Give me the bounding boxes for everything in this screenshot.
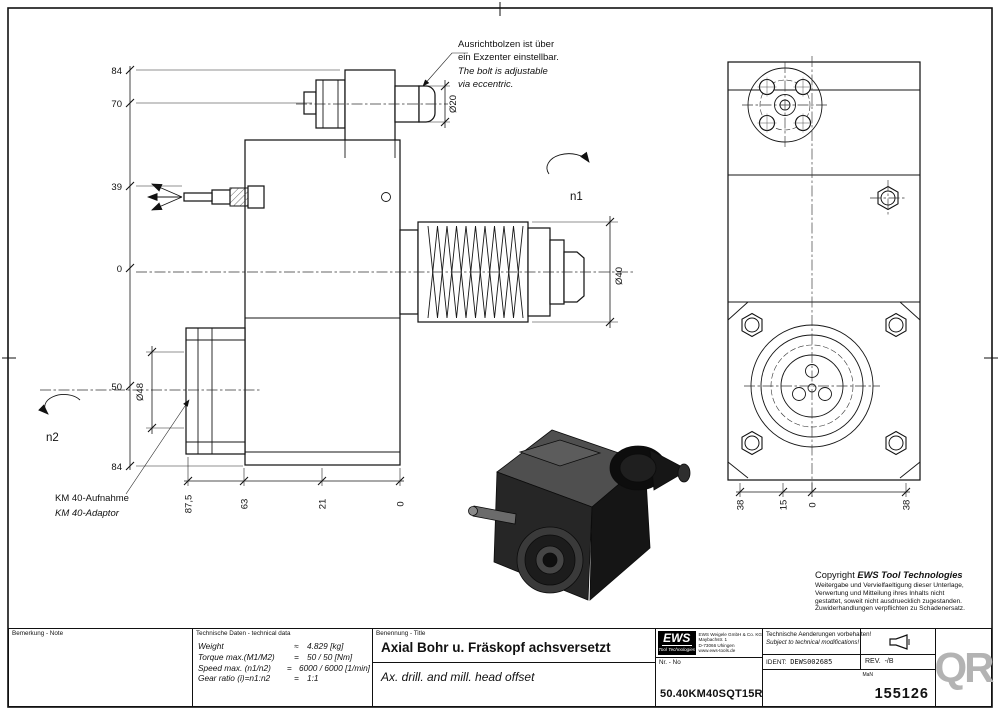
drawing-number: 155126 <box>874 686 929 702</box>
n1-label: n1 <box>570 191 583 203</box>
hex-nut <box>870 180 906 216</box>
iso-view <box>468 429 691 601</box>
dim-label: 38 <box>736 500 747 511</box>
speaker-cell <box>861 629 936 655</box>
eccentric-note: Ausrichtbolzen ist über ein Exzenter ein… <box>422 39 559 90</box>
drawing-title-de: Axial Bohr u. Fräskopf achsversetzt <box>381 640 611 655</box>
dim-label: 70 <box>111 99 122 110</box>
km-adaptor-label: KM 40-Aufnahme KM 40-Adaptor <box>55 399 190 519</box>
note-line: via eccentric. <box>458 79 513 90</box>
small-mark: MaN <box>862 672 873 678</box>
set-screw <box>381 192 391 202</box>
coolant-nozzle <box>146 183 265 211</box>
dim-label: 39 <box>111 182 122 193</box>
title-section: Benennung - Title Axial Bohr u. Fräskopf… <box>373 629 656 706</box>
dim-dia20: Ø20 <box>428 80 459 128</box>
tech-row-weight: Weight ≈ 4.829 [kg] <box>198 641 344 651</box>
dim-label: 84 <box>111 66 122 77</box>
drawing-number-cell: MaN 155126 <box>763 670 935 706</box>
dim-chain-front: 38 15 0 38 <box>735 483 913 511</box>
km-label-de: KM 40-Aufnahme <box>55 493 129 504</box>
qr-placeholder: QR <box>934 629 995 706</box>
dim-label: 0 <box>117 264 122 275</box>
rev-value: -/B <box>884 658 894 665</box>
dia20-label: Ø20 <box>448 95 459 113</box>
note-line: ein Exzenter einstellbar. <box>458 52 559 63</box>
note-line: Ausrichtbolzen ist über <box>458 39 554 50</box>
rotation-n2: n2 <box>38 394 81 444</box>
top-flange <box>742 62 828 148</box>
front-view <box>727 56 921 497</box>
company-address: EWS Weigele GmbH & Co. KG Maybachstr. 1 … <box>698 632 762 654</box>
dim-label: 0 <box>808 502 819 507</box>
ident-cell: IDENT: DEWS002685 <box>763 655 861 670</box>
modification-notice: Technische Aenderungen vorbehalten! Subj… <box>763 629 871 655</box>
drawing-title-en: Ax. drill. and mill. head offset <box>381 670 535 684</box>
copyright-note: Copyright EWS Tool Technologies Weiterga… <box>815 570 993 613</box>
partno-label: Nr. - No <box>659 659 681 666</box>
dim-label: 87,5 <box>184 495 195 514</box>
note-label: Bemerkung - Note <box>12 630 64 637</box>
dim-label: 63 <box>240 499 251 510</box>
dim-dia48: Ø48 <box>135 346 184 434</box>
km-label-en: KM 40-Adaptor <box>55 508 120 519</box>
ident-value: DEWS002685 <box>790 658 833 666</box>
main-body <box>244 139 401 466</box>
km40-adaptor <box>185 327 246 455</box>
techdata-section: Technische Daten - technical data Weight… <box>193 629 373 706</box>
dim-chain-left: 84 70 39 0 50 84 <box>111 65 340 473</box>
dim-label: 21 <box>318 499 329 510</box>
qr-text: QR <box>934 643 995 691</box>
dim-label: 84 <box>111 462 122 473</box>
tech-row-ratio: Gear ratio (i)=n1:n2 = 1:1 <box>198 673 319 684</box>
dim-label: 15 <box>779 500 790 511</box>
dim-label: 50 <box>111 382 122 393</box>
title-divider <box>373 662 655 663</box>
dim-label: 38 <box>902 500 913 511</box>
copyright-smallprint: Weitergabe und Vervielfaeltigung dieser … <box>815 582 965 613</box>
dim-label: 0 <box>396 501 407 506</box>
title-header: Benennung - Title <box>376 630 426 637</box>
tech-row-speed: Speed max. (n1/n2) = 6000 / 6000 [1/min] <box>198 662 370 673</box>
side-view <box>40 69 634 466</box>
n2-label: n2 <box>46 432 59 444</box>
title-block: Bemerkung - Note Technische Daten - tech… <box>8 628 995 707</box>
revision-section: Technische Aenderungen vorbehalten! Subj… <box>763 629 936 706</box>
rotation-n1: n1 <box>546 151 590 203</box>
partno-cell: Nr. - No 50.40KM40SQT15R <box>656 658 762 706</box>
speaker-icon <box>888 633 909 650</box>
ews-logo: EWS Tool Technologies <box>658 631 696 655</box>
dim-dia40: Ø40 <box>532 216 625 328</box>
company-section: EWS Tool Technologies EWS Weigele GmbH &… <box>656 629 763 706</box>
spray-icon <box>146 183 183 211</box>
techdata-rows: Weight ≈ 4.829 [kg] Torque max.(M1/M2) =… <box>198 641 370 684</box>
company-top: EWS Tool Technologies EWS Weigele GmbH &… <box>656 629 762 658</box>
dia48-label: Ø48 <box>135 383 146 401</box>
part-number: 50.40KM40SQT15R <box>660 688 763 700</box>
rev-cell: REV. -/B <box>861 655 936 670</box>
techdata-header: Technische Daten - technical data <box>196 630 291 637</box>
tech-row-torque: Torque max.(M1/M2) = 50 / 50 [Nm] <box>198 651 353 662</box>
note-line: The bolt is adjustable <box>458 66 548 77</box>
note-section: Bemerkung - Note <box>9 629 193 706</box>
dia40-label: Ø40 <box>614 267 625 285</box>
copyright-line1: Copyright EWS Tool Technologies <box>815 570 963 580</box>
dim-chain-bottom: 87,5 63 21 0 <box>183 457 407 514</box>
